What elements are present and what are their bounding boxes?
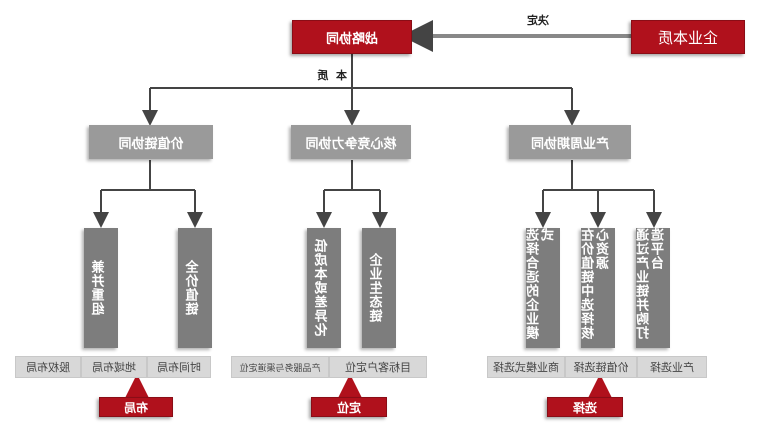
- equity-layout-cell: 股权布局: [15, 356, 81, 378]
- enterprise-essence-box: 企业本质: [631, 20, 745, 54]
- value-column-1: 全价值链: [178, 228, 212, 348]
- layout-tag: 布局: [99, 397, 173, 417]
- position-tag: 定位: [311, 397, 387, 417]
- time-layout-cell: 时间布局: [147, 356, 211, 378]
- industry-column-3: 选择合适的企业模式: [526, 228, 560, 348]
- strategy-synergy-box: 战略协同: [292, 20, 412, 54]
- essence-label: 本 质: [317, 69, 347, 82]
- target-customer-cell: 目标客户定位: [329, 356, 427, 378]
- core-column-1: 企业生态链: [362, 228, 396, 348]
- region-layout-cell: 地域布局: [81, 356, 147, 378]
- core-column-2: 低成本或差异化: [307, 228, 341, 348]
- product-channel-cell: 产品服务与渠道定位: [231, 356, 329, 378]
- industry-column-2: 在价值链中选择核心资源: [581, 228, 615, 348]
- value-chain-box: 价值链协同: [89, 125, 213, 159]
- industry-choice-cell: 产业选择: [637, 356, 707, 378]
- business-model-choice-cell: 商业模式选择: [487, 356, 565, 378]
- industry-column-1: 通过产业链并购打造平台: [636, 228, 670, 348]
- choice-tag: 选择: [547, 397, 623, 417]
- industry-cycle-box: 产业周期协同: [509, 125, 631, 159]
- core-competence-box: 核心竞争力协同: [291, 125, 411, 159]
- value-column-2: 兼并重组: [84, 228, 118, 348]
- decide-label: 决定: [527, 14, 549, 27]
- value-chain-choice-cell: 价值链选择: [565, 356, 637, 378]
